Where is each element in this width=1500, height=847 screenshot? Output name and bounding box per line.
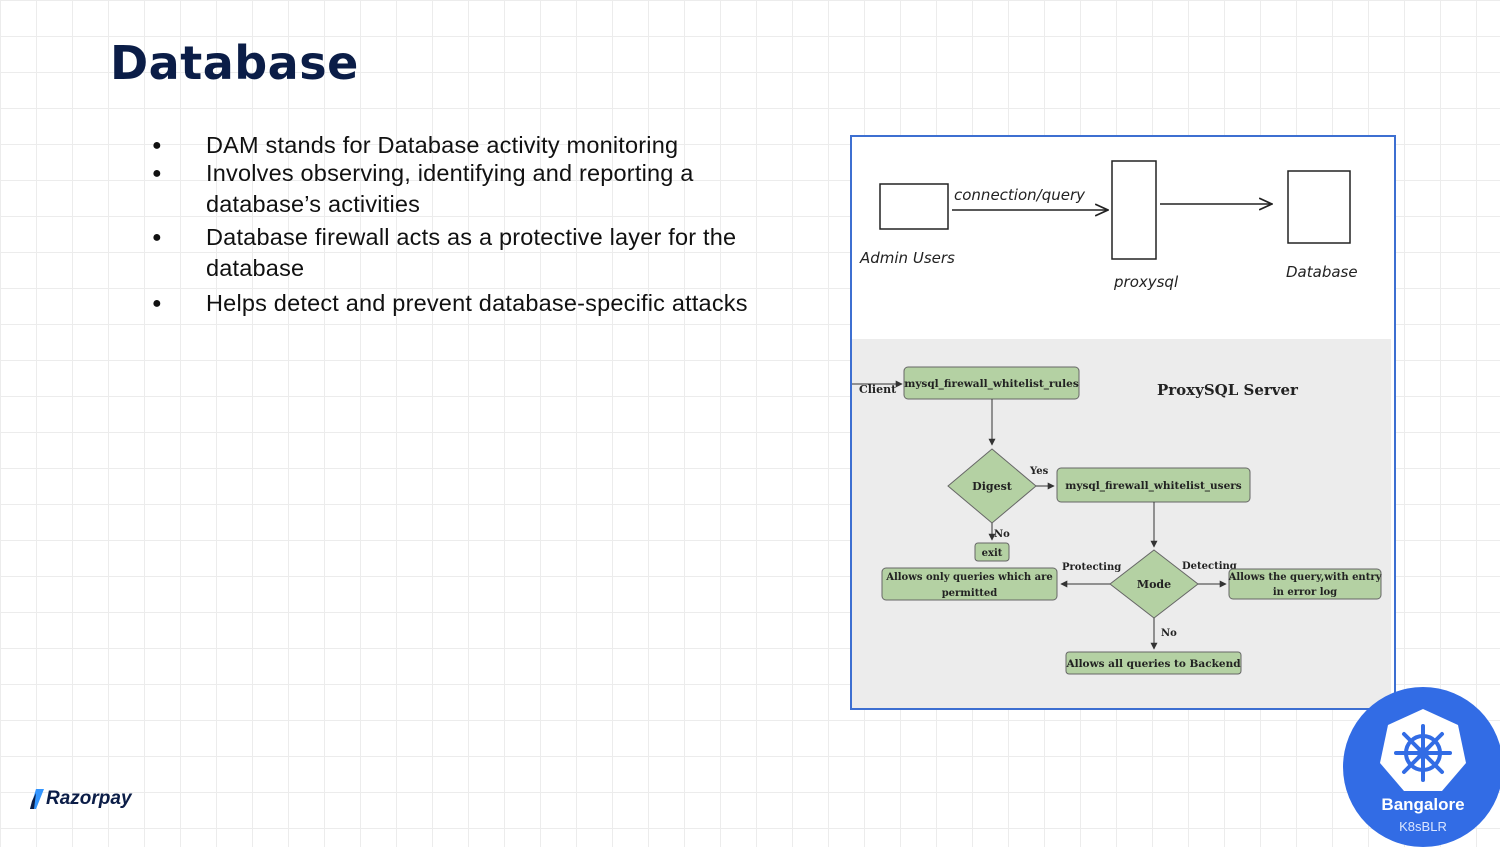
flowchart-title: ProxySQL Server	[1157, 381, 1299, 399]
digest-label: Digest	[972, 480, 1013, 493]
allow-permitted-label: Allows only queries which are	[885, 572, 1053, 583]
bullet-item: ● DAM stands for Database activity monit…	[150, 130, 830, 161]
whitelist-users-label: mysql_firewall_whitelist_users	[1065, 480, 1242, 493]
bullet-text: Helps detect and prevent database-specif…	[206, 290, 748, 316]
sketch-background	[852, 137, 1394, 337]
allow-log-label: Allows the query,with entry	[1228, 572, 1383, 583]
mode-label: Mode	[1137, 578, 1171, 591]
proxysql-label: proxysql	[1113, 273, 1179, 291]
connection-label: connection/query	[954, 186, 1086, 204]
bullet-text: Involves observing, identifying and repo…	[206, 160, 694, 186]
flowchart-panel: ProxySQL Server Client mysql_firewall_wh…	[852, 339, 1391, 708]
slide-title: Database	[110, 36, 359, 90]
no-label-mode: No	[1161, 628, 1177, 639]
database-box	[1287, 170, 1351, 244]
bullet-list: ● DAM stands for Database activity monit…	[150, 130, 830, 319]
client-label: Client	[859, 383, 897, 396]
bullet-text: database	[206, 255, 305, 281]
bullet-item: ● Involves observing, identifying and re…	[150, 158, 830, 220]
bullet-text: database’s activities	[206, 191, 421, 217]
bullet-text: Database firewall acts as a protective l…	[206, 224, 737, 250]
razorpay-mark-icon	[30, 789, 44, 809]
no-label-digest: No	[994, 529, 1010, 540]
architecture-diagram: connection/query Admin Users proxysql Da…	[850, 135, 1396, 710]
allow-log-label-2: in error log	[1273, 587, 1337, 598]
bullet-marker: ●	[152, 229, 162, 246]
allow-permitted-label-2: permitted	[942, 588, 998, 599]
allow-all-box	[1065, 651, 1242, 675]
diagram-canvas: connection/query Admin Users proxysql Da…	[852, 137, 1394, 708]
exit-label: exit	[982, 548, 1003, 559]
razorpay-wordmark: Razorpay	[46, 788, 132, 809]
allow-all-label: Allows all queries to Backend	[1065, 658, 1241, 670]
yes-label: Yes	[1029, 466, 1049, 477]
badge-title: Bangalore	[1381, 795, 1465, 814]
bullet-marker: ●	[152, 137, 162, 154]
bullet-marker: ●	[152, 295, 162, 312]
database-label: Database	[1286, 263, 1358, 281]
proxysql-box	[1111, 160, 1157, 260]
badge-subtitle: K8sBLR	[1399, 819, 1447, 834]
bullet-item: ● Helps detect and prevent database-spec…	[150, 288, 830, 319]
bullet-text: DAM stands for Database activity monitor…	[206, 132, 679, 158]
admin-users-box	[879, 183, 949, 230]
admin-users-label: Admin Users	[859, 249, 955, 267]
bangalore-k8s-badge: Bangalore K8sBLR	[1343, 687, 1500, 847]
exit-box	[974, 542, 1010, 562]
detecting-label: Detecting	[1182, 561, 1237, 572]
allow-permitted-box	[881, 567, 1058, 601]
whitelist-rules-label: mysql_firewall_whitelist_rules	[904, 378, 1079, 391]
kubernetes-helm-icon	[1380, 709, 1466, 791]
razorpay-logo: Razorpay	[30, 788, 132, 810]
bullet-marker: ●	[152, 165, 162, 182]
flowchart-background	[852, 339, 1391, 708]
bullet-item: ● Database firewall acts as a protective…	[150, 222, 830, 284]
allow-log-box	[1228, 568, 1382, 600]
sketch-panel: connection/query Admin Users proxysql Da…	[852, 137, 1394, 337]
protecting-label: Protecting	[1062, 562, 1121, 573]
